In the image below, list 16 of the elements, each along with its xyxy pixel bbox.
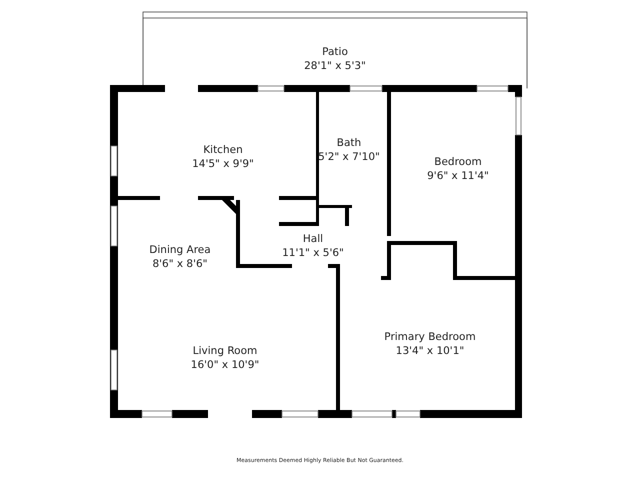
- room-name: Hall: [302, 232, 324, 246]
- room-name: Patio: [322, 45, 348, 59]
- room-name: Kitchen: [203, 143, 243, 157]
- room-name: Dining Area: [149, 243, 211, 257]
- room-name: Primary Bedroom: [384, 330, 476, 344]
- room-dimensions: 5'2" x 7'10": [318, 150, 380, 164]
- room-dimensions: 16'0" x 10'9": [190, 358, 260, 372]
- room-name: Bath: [336, 136, 362, 150]
- room-dimensions: 14'5" x 9'9": [192, 157, 254, 171]
- room-dimensions: 13'4" x 10'1": [396, 344, 464, 358]
- room-name: Living Room: [192, 344, 258, 358]
- room-dimensions: 11'1" x 5'6": [282, 246, 344, 260]
- room-dimensions: 9'6" x 11'4": [427, 169, 489, 183]
- room-dimensions: 8'6" x 8'6": [152, 257, 208, 271]
- room-name: Bedroom: [434, 155, 482, 169]
- room-dimensions: 28'1" x 5'3": [304, 59, 366, 73]
